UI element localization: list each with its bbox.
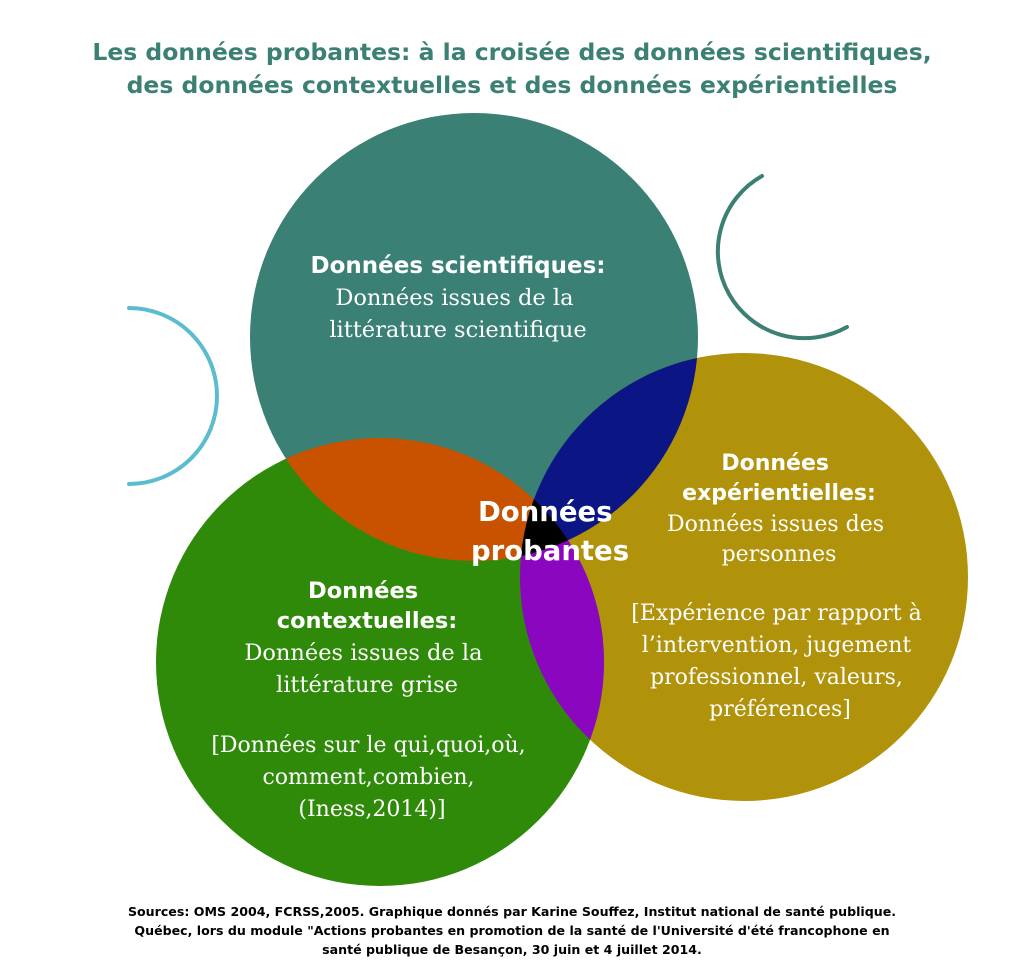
experientielles-body: Données issues des personnes bbox=[667, 512, 891, 567]
title-line-1: Les données probantes: à la croisée des … bbox=[92, 38, 932, 66]
savoirs-tacites-arc bbox=[715, 174, 849, 341]
contextuelles-heading: Données contextuelles: bbox=[277, 578, 457, 634]
scientifiques-heading: Données scientifiques: bbox=[311, 253, 606, 279]
contextuelles-details: [Données sur le qui,quoi,où, comment,com… bbox=[211, 733, 532, 822]
sources-line-1: Sources: OMS 2004, FCRSS,2005. Graphique… bbox=[127, 904, 897, 919]
contextuelles-body: Données issues de la littérature grise bbox=[244, 640, 489, 698]
savoirs-explicites-arc bbox=[127, 306, 219, 486]
sources-line-2: Québec, lors du module "Actions probante… bbox=[134, 923, 890, 938]
experientielles-heading: Données expérientielles: bbox=[682, 451, 876, 506]
center-label: Données probantes bbox=[471, 496, 629, 567]
title-line-2: des données contextuelles et des données… bbox=[126, 71, 898, 99]
savoirs-tacites-label: SAVOIRS TACITES bbox=[758, 234, 852, 282]
sources-line-3: santé publique de Besançon, 30 juin et 4… bbox=[322, 942, 702, 957]
experientielles-details: [Expérience par rapport à l’intervention… bbox=[631, 601, 928, 722]
scientifiques-body: Données issues de la littérature scienti… bbox=[329, 285, 586, 343]
sources-note: Sources: OMS 2004, FCRSS,2005. Graphique… bbox=[0, 902, 1024, 959]
overlap-scientifiques-experientielles bbox=[520, 353, 698, 561]
savoirs-explicites-label: SAVOIRS EXPLICITES bbox=[73, 376, 188, 424]
diagram-title: Les données probantes: à la croisée des … bbox=[0, 36, 1024, 102]
